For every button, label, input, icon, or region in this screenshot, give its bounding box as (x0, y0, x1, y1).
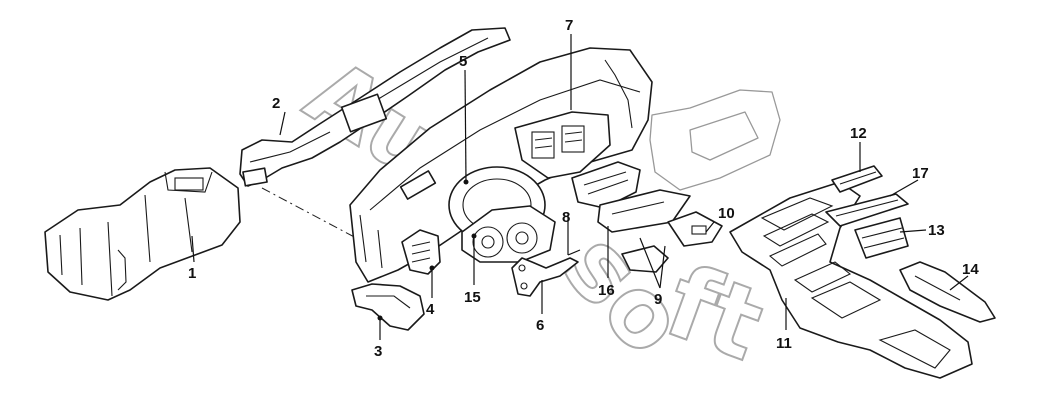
callout-15: 15 (464, 289, 481, 306)
callout-2: 2 (272, 95, 280, 112)
callout-6: 6 (536, 317, 544, 334)
dashboard (349, 47, 653, 283)
part-15-instrument-cluster (461, 205, 556, 263)
callout-1: 1 (188, 265, 196, 282)
callout-8: 8 (562, 209, 570, 226)
part-17-tray (825, 193, 909, 227)
part-8-switch-pack (571, 161, 691, 233)
callout-labels: 1 2 3 4 5 6 7 8 9 10 11 12 13 14 15 16 1… (188, 17, 979, 360)
callout-3: 3 (374, 343, 382, 360)
callout-14: 14 (962, 261, 979, 278)
callout-12: 12 (850, 125, 867, 142)
callout-4: 4 (426, 301, 435, 318)
part-4-side-vent (401, 229, 441, 275)
part-2-upper-duct (239, 27, 511, 187)
part-9-bracket (621, 245, 669, 273)
callout-9: 9 (654, 291, 662, 308)
callout-16: 16 (598, 282, 615, 299)
alignment-line (261, 187, 361, 241)
part-7-center-vents (514, 111, 611, 179)
part-13-module (854, 217, 909, 259)
callout-13: 13 (928, 222, 945, 239)
part-1-heater-housing (44, 167, 241, 301)
part-6-bracket (511, 257, 579, 297)
part-10-switch (667, 211, 723, 247)
part-14-armrest (899, 261, 996, 323)
callout-10: 10 (718, 205, 735, 222)
glovebox (649, 89, 781, 191)
callout-5: 5 (459, 53, 467, 70)
leader-lines (191, 34, 969, 340)
part-11-center-console (729, 181, 973, 379)
callout-11: 11 (776, 335, 792, 352)
part-3-lower-duct (351, 283, 425, 331)
part-12-vent (831, 165, 883, 193)
callout-7: 7 (565, 17, 573, 34)
callout-17: 17 (912, 165, 929, 182)
